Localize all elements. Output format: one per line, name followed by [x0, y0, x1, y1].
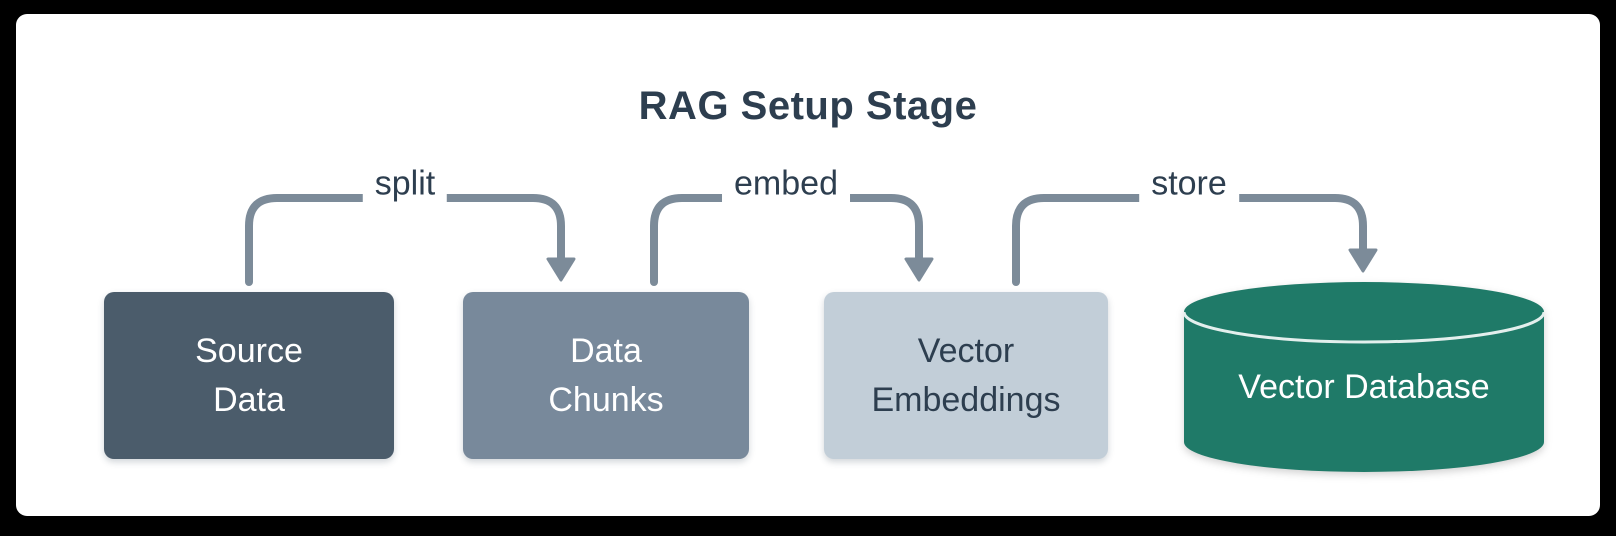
edge-label-embed: embed [722, 163, 850, 205]
node-source-data-line2: Data [213, 380, 285, 419]
cylinder-rim-highlight [1184, 311, 1544, 344]
arrow-split [245, 194, 565, 286]
cylinder-top [1184, 282, 1544, 342]
node-data-chunks: Data Chunks [463, 292, 749, 459]
node-vector-database: Vector Database [1184, 282, 1544, 472]
node-vector-embeddings: Vector Embeddings [824, 292, 1108, 459]
arrowhead-split-icon [546, 257, 576, 282]
arrow-store [1012, 194, 1367, 286]
node-data-chunks-line2: Chunks [548, 380, 664, 419]
arrowhead-store-icon [1348, 248, 1378, 273]
edge-label-split: split [362, 163, 448, 205]
node-source-data: Source Data [104, 292, 394, 459]
diagram-title: RAG Setup Stage [638, 84, 978, 128]
edge-label-store: store [1139, 163, 1239, 205]
arrow-embed [650, 194, 923, 286]
arrowhead-embed-icon [904, 257, 934, 282]
node-data-chunks-line1: Data [570, 332, 642, 371]
node-source-data-line1: Source [195, 332, 303, 371]
node-vector-database-label: Vector Database [1238, 367, 1490, 406]
node-vector-embeddings-line1: Vector [917, 332, 1015, 371]
database-cylinder-icon [1184, 282, 1544, 472]
diagram-card: RAG Setup Stage split embed store Source… [16, 14, 1600, 516]
node-vector-embeddings-line2: Embeddings [871, 380, 1061, 419]
